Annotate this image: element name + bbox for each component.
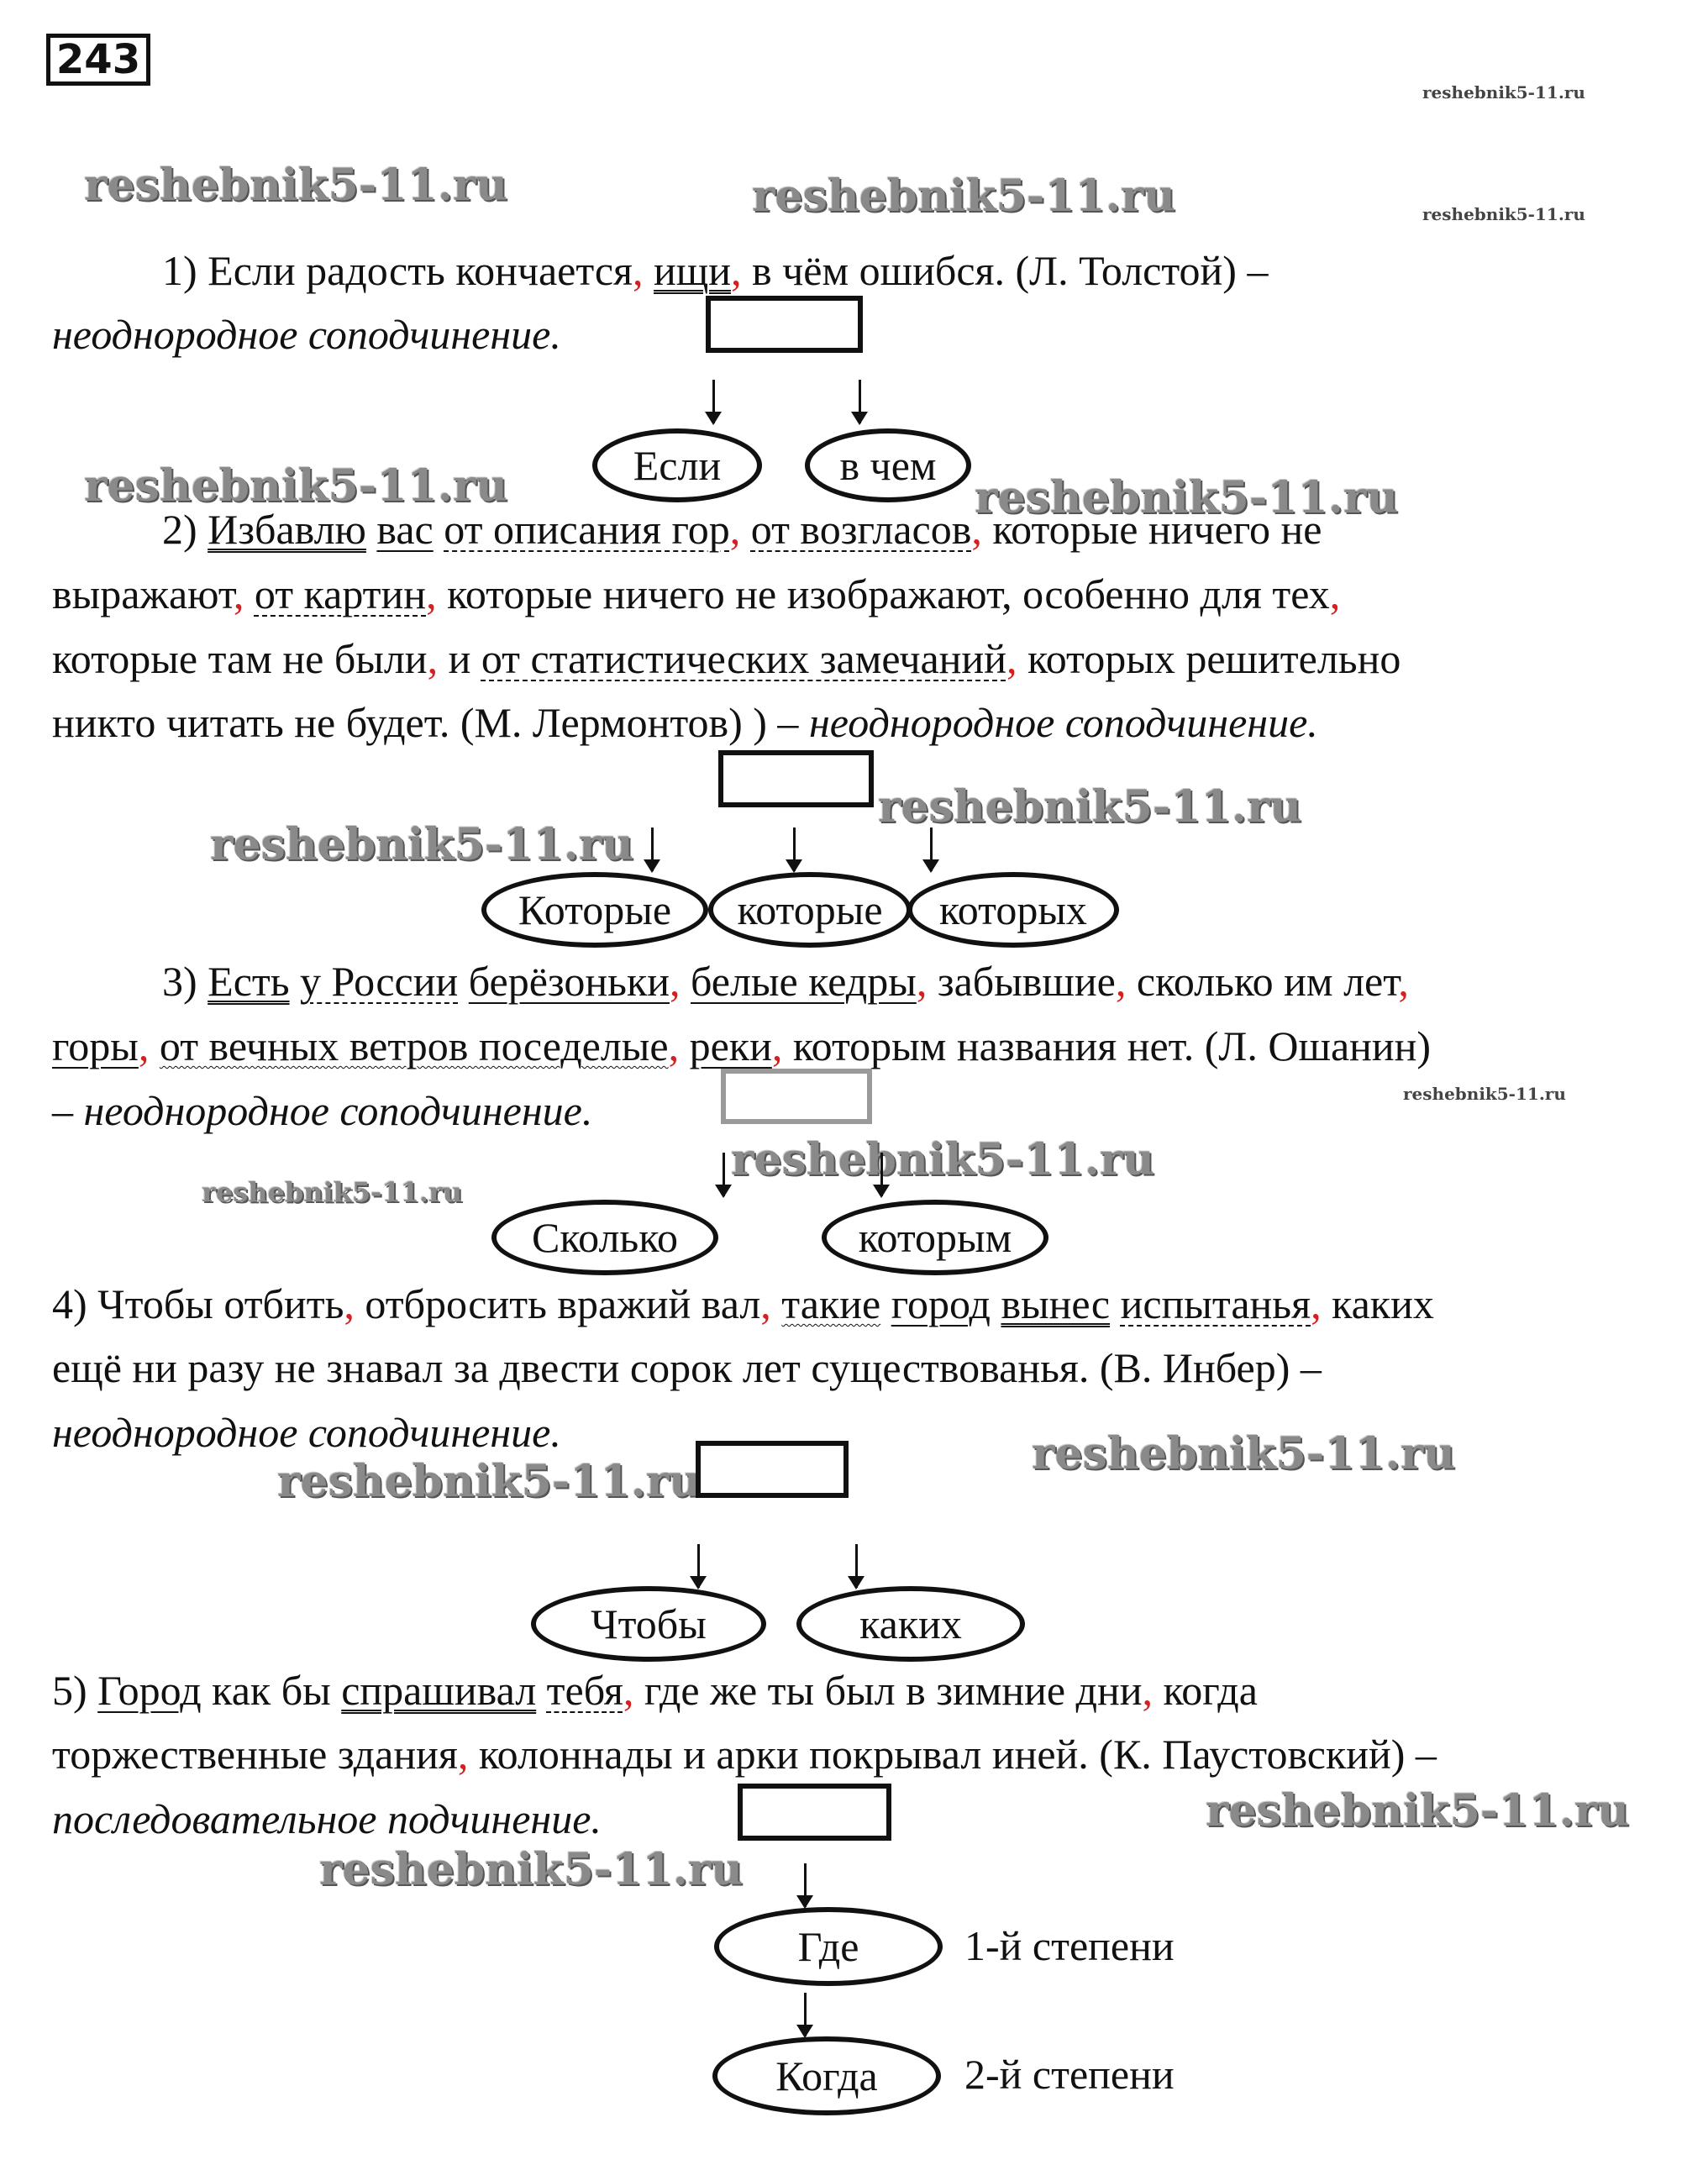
watermark-small: reshebnik5-11.ru	[1403, 1084, 1566, 1104]
watermark: reshebnik5-11.ru	[84, 460, 508, 512]
arrow-down-icon	[873, 1153, 890, 1198]
clause-oval: Где	[714, 1907, 943, 1986]
clause-oval: Если	[592, 428, 762, 502]
sentence-2-line-1: 2) Избавлю вас от описания гор, от возгл…	[162, 506, 1322, 553]
watermark: reshebnik5-11.ru	[1032, 1428, 1456, 1479]
arrow-down-icon	[848, 1544, 865, 1589]
arrow-down-icon	[786, 828, 802, 873]
main-clause-box	[718, 750, 874, 807]
sentence-5-line-2: торжественные здания, колоннады и арки п…	[52, 1731, 1437, 1778]
clause-oval: каких	[796, 1586, 1025, 1662]
sentence-5-line-1: 5) Город как бы спрашивал тебя, где же т…	[52, 1667, 1258, 1714]
arrow-down-icon	[690, 1544, 707, 1589]
arrow-down-icon	[796, 1993, 813, 2038]
watermark-small: reshebnik5-11.ru	[1422, 204, 1585, 224]
watermark: reshebnik5-11.ru	[731, 1134, 1155, 1185]
arrow-down-icon	[796, 1863, 813, 1909]
sentence-4-type: неоднородное соподчинение.	[52, 1409, 561, 1456]
sentence-4-line-2: ещё ни разу не знавал за двести сорок ле…	[52, 1344, 1322, 1391]
watermark: reshebnik5-11.ru	[975, 472, 1399, 523]
main-clause-box	[706, 296, 863, 353]
arrow-down-icon	[851, 380, 868, 425]
watermark: reshebnik5-11.ru	[319, 1844, 744, 1895]
watermark: reshebnik5-11.ru	[878, 781, 1302, 833]
main-clause-box	[738, 1784, 891, 1841]
watermark: reshebnik5-11.ru	[752, 171, 1176, 222]
main-clause-box	[696, 1441, 849, 1498]
watermark: reshebnik5-11.ru	[277, 1456, 702, 1507]
clause-oval: которых	[907, 872, 1119, 948]
arrow-down-icon	[705, 380, 722, 425]
clause-oval: которые	[708, 872, 912, 948]
degree-label: 2-й степени	[964, 2051, 1175, 2098]
watermark-small: reshebnik5-11.ru	[1422, 82, 1585, 102]
degree-label: 1-й степени	[964, 1922, 1175, 1969]
clause-oval: Когда	[712, 2036, 941, 2115]
sentence-3-line-2: горы, от вечных ветров поседелые, реки, …	[52, 1022, 1432, 1069]
sentence-1-line-1: 1) Если радость кончается, ищи, в чём ош…	[162, 247, 1269, 294]
sentence-5-type: последовательное подчинение.	[52, 1795, 602, 1842]
arrow-down-icon	[922, 828, 939, 873]
sentence-1-type: неоднородное соподчинение.	[52, 311, 561, 358]
watermark: reshebnik5-11.ru	[210, 819, 634, 870]
sentence-3-type: – неоднородное соподчинение.	[52, 1087, 593, 1134]
predicate: ищи	[654, 247, 732, 294]
watermark: reshebnik5-11.ru	[202, 1176, 463, 1208]
clause-oval: Чтобы	[531, 1586, 766, 1662]
clause-oval: в чем	[805, 428, 971, 502]
sentence-2-line-3: которые там не были, и от статистических…	[52, 635, 1401, 682]
sentence-2-line-4: никто читать не будет. (М. Лермонтов) ) …	[52, 699, 1318, 746]
sentence-3-line-1: 3) Есть у России берёзоньки, белые кедры…	[162, 958, 1409, 1005]
arrow-down-icon	[644, 828, 660, 873]
watermark: reshebnik5-11.ru	[1206, 1785, 1630, 1836]
sentence-2-line-2: выражают, от картин, которые ничего не и…	[52, 570, 1341, 617]
watermark: reshebnik5-11.ru	[84, 160, 508, 211]
arrow-down-icon	[715, 1153, 732, 1198]
clause-oval: Которые	[481, 872, 708, 948]
exercise-number: 243	[46, 34, 150, 86]
main-clause-box	[721, 1069, 872, 1124]
sentence-4-line-1: 4) Чтобы отбить, отбросить вражий вал, т…	[52, 1280, 1434, 1327]
clause-oval: Сколько	[491, 1200, 718, 1275]
clause-oval: которым	[822, 1200, 1048, 1275]
